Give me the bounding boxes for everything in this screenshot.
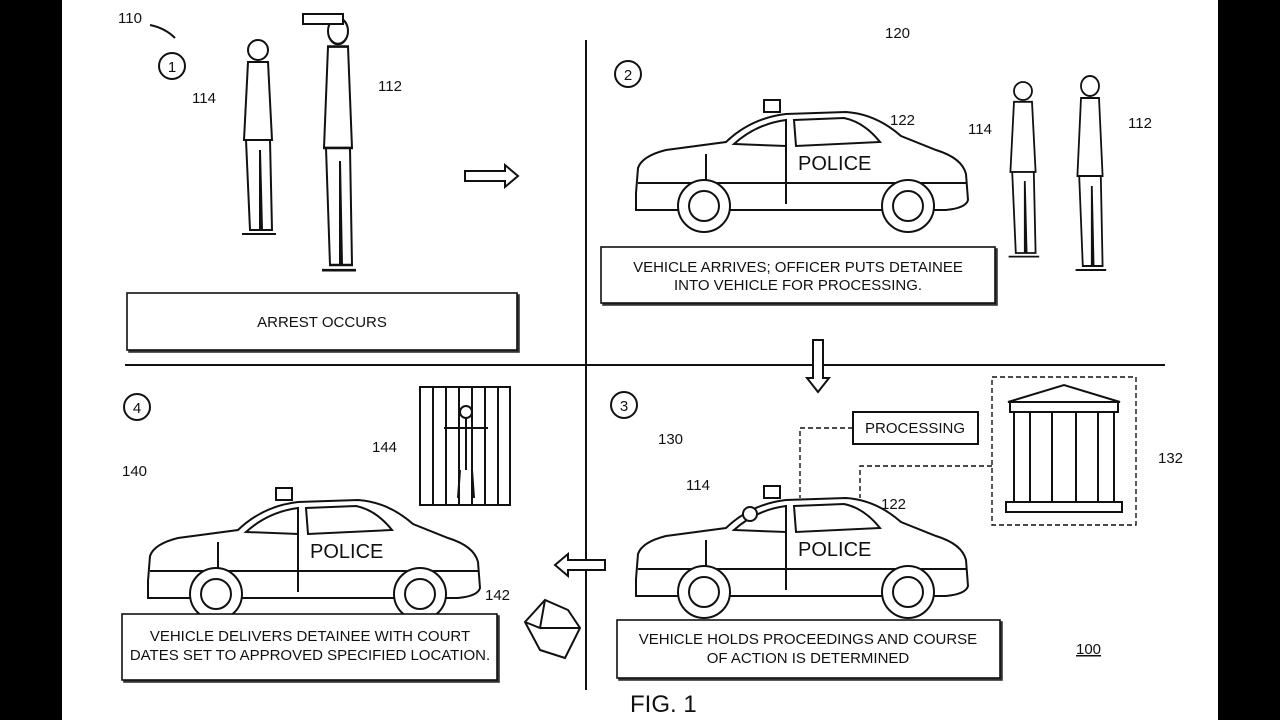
officer-figure xyxy=(320,16,358,272)
courthouse-icon xyxy=(1005,383,1123,513)
detainee-in-car xyxy=(742,506,758,522)
jail-cell-icon xyxy=(419,386,511,506)
step-number: 2 xyxy=(624,67,632,84)
ref-114: 114 xyxy=(686,477,710,494)
processing-label: PROCESSING xyxy=(865,420,965,437)
leader-arrow xyxy=(149,24,176,39)
ref-122: 122 xyxy=(881,496,906,513)
arrow-right xyxy=(464,162,520,190)
panel-1: 110 1 114 112 ARREST OCCURS xyxy=(118,10,520,351)
caption-line: OF ACTION IS DETERMINED xyxy=(707,650,910,667)
caption-box xyxy=(616,619,1001,679)
courthouse-box xyxy=(991,376,1137,526)
officer-cap xyxy=(302,13,344,25)
car-label: POLICE xyxy=(310,541,383,563)
ref-132: 132 xyxy=(1158,450,1183,467)
house-icon xyxy=(523,598,582,660)
ref-110: 110 xyxy=(118,10,142,27)
panel-3: 3 130 PROCESSING 132 POLICE 114 122 VEHI… xyxy=(553,376,1183,679)
step-number: 1 xyxy=(168,59,176,76)
panel-2: 2 120 POLICE 122 114 112 VEHICLE ARRIVES… xyxy=(600,25,1152,394)
dashed-connector xyxy=(799,427,992,498)
car-label: POLICE xyxy=(798,539,871,561)
detainee-figure xyxy=(1007,81,1041,258)
caption-line: INTO VEHICLE FOR PROCESSING. xyxy=(674,277,922,294)
ref-112: 112 xyxy=(378,78,402,95)
step-3-circle xyxy=(610,391,638,419)
step-2-circle xyxy=(614,60,642,88)
ref-120: 120 xyxy=(885,25,910,42)
ref-100: 100 xyxy=(1076,641,1101,658)
caption-box xyxy=(600,246,996,304)
step-number: 3 xyxy=(620,398,628,415)
arrow-left xyxy=(553,551,606,579)
ref-140: 140 xyxy=(122,463,147,480)
step-number: 4 xyxy=(133,400,141,417)
patent-sheet: 110 1 114 112 ARREST OCCURS 2 120 POLICE… xyxy=(62,0,1218,720)
caption-line: VEHICLE ARRIVES; OFFICER PUTS DETAINEE xyxy=(633,259,963,276)
detainee-figure xyxy=(241,39,277,235)
caption-line: DATES SET TO APPROVED SPECIFIED LOCATION… xyxy=(130,647,490,664)
car-label: POLICE xyxy=(798,153,871,175)
step-4-circle xyxy=(123,393,151,421)
figure-title: FIG. 1 xyxy=(630,691,697,718)
ref-142: 142 xyxy=(485,587,510,604)
panel-4: 4 140 144 POLICE 142 VEHICLE DELIVERS DE… xyxy=(121,386,582,681)
caption-box xyxy=(121,613,498,681)
caption-line: VEHICLE DELIVERS DETAINEE WITH COURT xyxy=(150,628,470,645)
ref-114: 114 xyxy=(968,121,992,138)
ref-144: 144 xyxy=(372,439,397,456)
ref-114: 114 xyxy=(192,90,216,107)
officer-figure xyxy=(1074,75,1108,271)
caption-line: ARREST OCCURS xyxy=(257,314,387,331)
patent-figure: 110 1 114 112 ARREST OCCURS 2 120 POLICE… xyxy=(118,10,1183,718)
caption-line: VEHICLE HOLDS PROCEEDINGS AND COURSE xyxy=(639,631,977,648)
ref-122: 122 xyxy=(890,112,915,129)
ref-130: 130 xyxy=(658,431,683,448)
arrow-down xyxy=(804,339,832,394)
ref-112: 112 xyxy=(1128,115,1152,132)
step-1-circle xyxy=(158,52,186,80)
caption-box xyxy=(126,292,518,351)
